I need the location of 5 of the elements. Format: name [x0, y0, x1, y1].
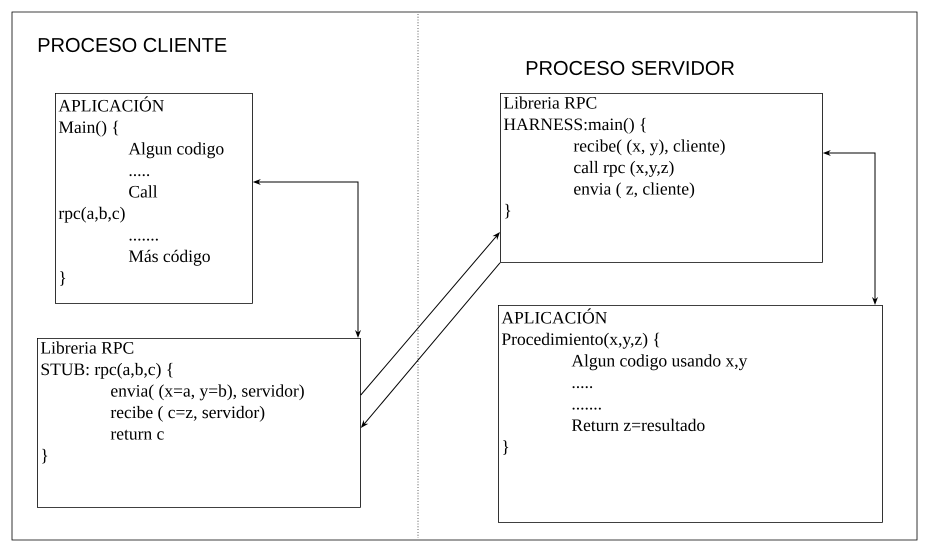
section-title: PROCESO CLIENTE [38, 38, 226, 52]
code-box: Libreria RPC HARNESS:main() { recibe( (x, y), cliente) call rpc (x,y,z) envia ( z, cliente) } [500, 93, 823, 263]
code-box: APLICACIÓN Procedimiento(x,y,z) { Algun codigo usando x,y ..... ....... Return z=resultado } [498, 305, 883, 523]
code-box: Libreria RPC STUB: rpc(a,b,c) { envia( (x=a, y=b), servidor) recibe ( c=z, servidor) return c } [37, 338, 361, 508]
code-box: APLICACIÓN Main() { Algun codigo ..... Call rpc(a,b,c) ....... Más código } [55, 93, 253, 304]
